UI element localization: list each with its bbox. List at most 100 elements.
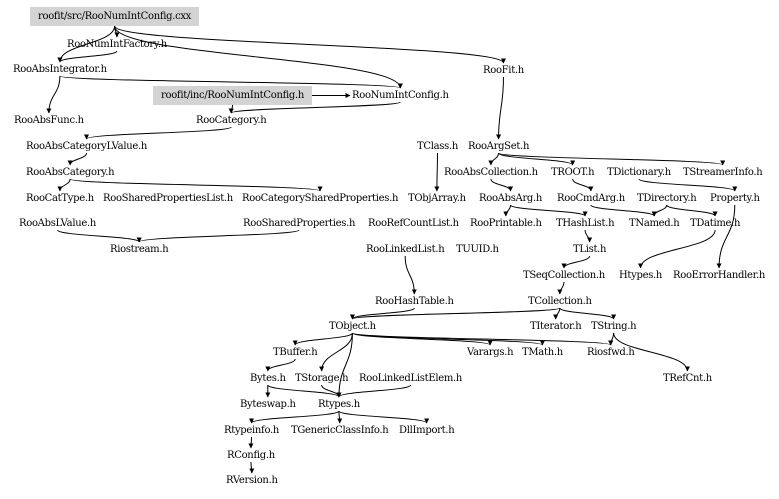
node-rooabscategory[interactable]: RooAbsCategory.h (26, 167, 115, 178)
node-varargs[interactable]: Varargs.h (467, 347, 514, 358)
edge-RooArgSet-TROOT (498, 152, 576, 166)
node-rooprintable[interactable]: RooPrintable.h (470, 218, 542, 229)
edge-Bytes-Rtypes (267, 384, 342, 398)
node-byteswap[interactable]: Byteswap.h (240, 399, 296, 410)
node-roocategorysharedproperties[interactable]: RooCategorySharedProperties.h (242, 193, 399, 204)
node-riosfwd[interactable]: Riosfwd.h (587, 347, 635, 358)
node-rooabsintegrator[interactable]: RooAbsIntegrator.h (13, 64, 107, 75)
edge-TObject-Riosfwd (351, 332, 614, 346)
node-tstorage[interactable]: TStorage.h (295, 373, 349, 384)
node-roolinkedlistelem[interactable]: RooLinkedListElem.h (359, 373, 463, 384)
node-rooabscollection[interactable]: RooAbsCollection.h (444, 167, 538, 178)
node-tobject[interactable]: TObject.h (329, 321, 376, 332)
edge-RooArgSet-RooAbsCollection (488, 152, 500, 166)
node-thashlist[interactable]: THashList.h (556, 218, 615, 229)
node-tstring[interactable]: TString.h (591, 321, 637, 332)
node-trefcnt[interactable]: TRefCnt.h (663, 373, 712, 384)
node-rooabslvalue[interactable]: RooAbsLValue.h (19, 218, 97, 229)
node-tstreamerinfo[interactable]: TStreamerInfo.h (683, 167, 763, 178)
node-roolinkedlist[interactable]: RooLinkedList.h (366, 244, 445, 255)
node-roocattype[interactable]: RooCatType.h (26, 193, 94, 204)
edge-RooAbsLValue-Riostream (57, 229, 142, 243)
node-roocmdarg[interactable]: RooCmdArg.h (557, 193, 625, 204)
edge-TObject-TStorage (319, 332, 353, 372)
edge-TCollection-TString (559, 307, 617, 320)
node-tlist[interactable]: TList.h (573, 244, 607, 255)
edge-THashList-TList (584, 229, 593, 243)
edge-TROOT-RooCmdArg (572, 178, 594, 192)
node-rooabscategorylvalue[interactable]: RooAbsCategoryLValue.h (26, 141, 148, 152)
edge-src_cxx-RooFit (114, 25, 506, 64)
node-property[interactable]: Property.h (710, 193, 760, 204)
node-roonumintconfig[interactable]: RooNumIntConfig.h (352, 90, 449, 101)
edge-RooNumIntConfig-RooCategory (228, 101, 401, 114)
edge-Rtypeinfo-RConfig (248, 436, 254, 449)
node-riostream[interactable]: Riostream.h (110, 244, 169, 255)
node-tobjarray[interactable]: TObjArray.h (408, 193, 466, 204)
node-roofit[interactable]: RooFit.h (483, 65, 524, 76)
edge-TDirectory-TDatime (666, 204, 718, 217)
edge-RooSharedProperties-Riostream (136, 229, 300, 243)
edge-TDirectory-TNamed (651, 204, 668, 217)
node-rooargset[interactable]: RooArgSet.h (468, 141, 530, 152)
edge-TBuffer-Bytes (265, 358, 296, 372)
edge-RooAbsArg-THashList (510, 204, 588, 217)
edge-TString-TRefCnt (613, 332, 690, 372)
edge-RooHashTable-TObject (349, 307, 415, 320)
edge-TCollection-TObject (350, 307, 561, 320)
edge-RooAbsIntegrator-RooNumIntConfig (59, 75, 403, 89)
node-rtypes[interactable]: Rtypes.h (318, 399, 360, 410)
edge-RooCmdArg-TNamed (590, 204, 657, 217)
node-root-source[interactable]: roofit/src/RooNumIntConfig.cxx (30, 7, 200, 26)
node-tdirectory[interactable]: TDirectory.h (637, 193, 697, 204)
node-tclass[interactable]: TClass.h (417, 141, 458, 152)
node-dllimport[interactable]: DllImport.h (399, 425, 455, 436)
node-roorefcountlist[interactable]: RooRefCountList.h (368, 218, 459, 229)
node-roosharedpropertieslist[interactable]: RooSharedPropertiesList.h (103, 193, 233, 204)
edge-RooAbsCategory-RooCategorySharedProperties (69, 178, 323, 192)
node-roohashtable[interactable]: RooHashTable.h (375, 296, 454, 307)
edge-RConfig-RVersion (249, 461, 255, 474)
edge-inc_h-RooCategory (228, 104, 234, 114)
node-tuuid[interactable]: TUUID.h (456, 244, 499, 255)
edge-RooLinkedListElem-Rtypes (336, 384, 412, 398)
edge-TCollection-TIterator (553, 307, 561, 320)
node-tmath[interactable]: TMath.h (522, 347, 563, 358)
edge-Rtypes-DllImport (338, 410, 430, 424)
node-roosharedproperties[interactable]: RooSharedProperties.h (243, 218, 356, 229)
edge-RooAbsIntegrator-RooAbsFunc (46, 75, 61, 114)
node-tgenericclassinfo[interactable]: TGenericClassInfo.h (291, 425, 389, 436)
edge-Rtypes-Rtypeinfo (249, 410, 340, 424)
edge-RooAbsCategory-RooCatType (57, 178, 71, 192)
node-htypes[interactable]: Htypes.h (619, 270, 663, 281)
node-tcollection[interactable]: TCollection.h (528, 296, 592, 307)
node-tseqcollection[interactable]: TSeqCollection.h (523, 270, 605, 281)
node-tdictionary[interactable]: TDictionary.h (607, 167, 671, 178)
edge-RooLinkedList-RooHashTable (404, 255, 417, 295)
node-rooerrorhandler[interactable]: RooErrorHandler.h (673, 270, 766, 281)
node-tbuffer[interactable]: TBuffer.h (273, 347, 318, 358)
edge-src_cxx-RooAbsIntegrator (57, 25, 116, 63)
node-rconfig[interactable]: RConfig.h (227, 450, 275, 461)
node-tnamed[interactable]: TNamed.h (629, 218, 680, 229)
edge-RooFit-RooArgSet (496, 76, 504, 140)
node-rooabsfunc[interactable]: RooAbsFunc.h (14, 115, 84, 126)
node-rtypeinfo[interactable]: Rtypeinfo.h (224, 425, 280, 436)
node-roonumintfactory[interactable]: RooNumIntFactory.h (67, 39, 167, 50)
node-titerator[interactable]: TIterator.h (530, 321, 582, 332)
edge-RooNumIntFactory-RooAbsIntegrator (57, 50, 118, 63)
node-tdatime[interactable]: TDatime.h (690, 218, 741, 229)
node-rversion[interactable]: RVersion.h (226, 475, 278, 486)
edge-TObject-TBuffer (292, 332, 353, 346)
node-roocategory[interactable]: RooCategory.h (196, 115, 267, 126)
node-root-header[interactable]: roofit/inc/RooNumIntConfig.h (153, 86, 313, 105)
node-rooabsarg[interactable]: RooAbsArg.h (479, 193, 543, 204)
edge-RooAbsArg-RooPrintable (503, 204, 512, 217)
node-bytes[interactable]: Bytes.h (250, 373, 286, 384)
edge-RooArgSet-TStreamerInfo (498, 152, 726, 166)
edge-RooCategory-RooAbsCategoryLValue (84, 126, 232, 140)
node-troot[interactable]: TROOT.h (551, 167, 595, 178)
edge-RooAbsCollection-RooAbsArg (490, 178, 514, 192)
